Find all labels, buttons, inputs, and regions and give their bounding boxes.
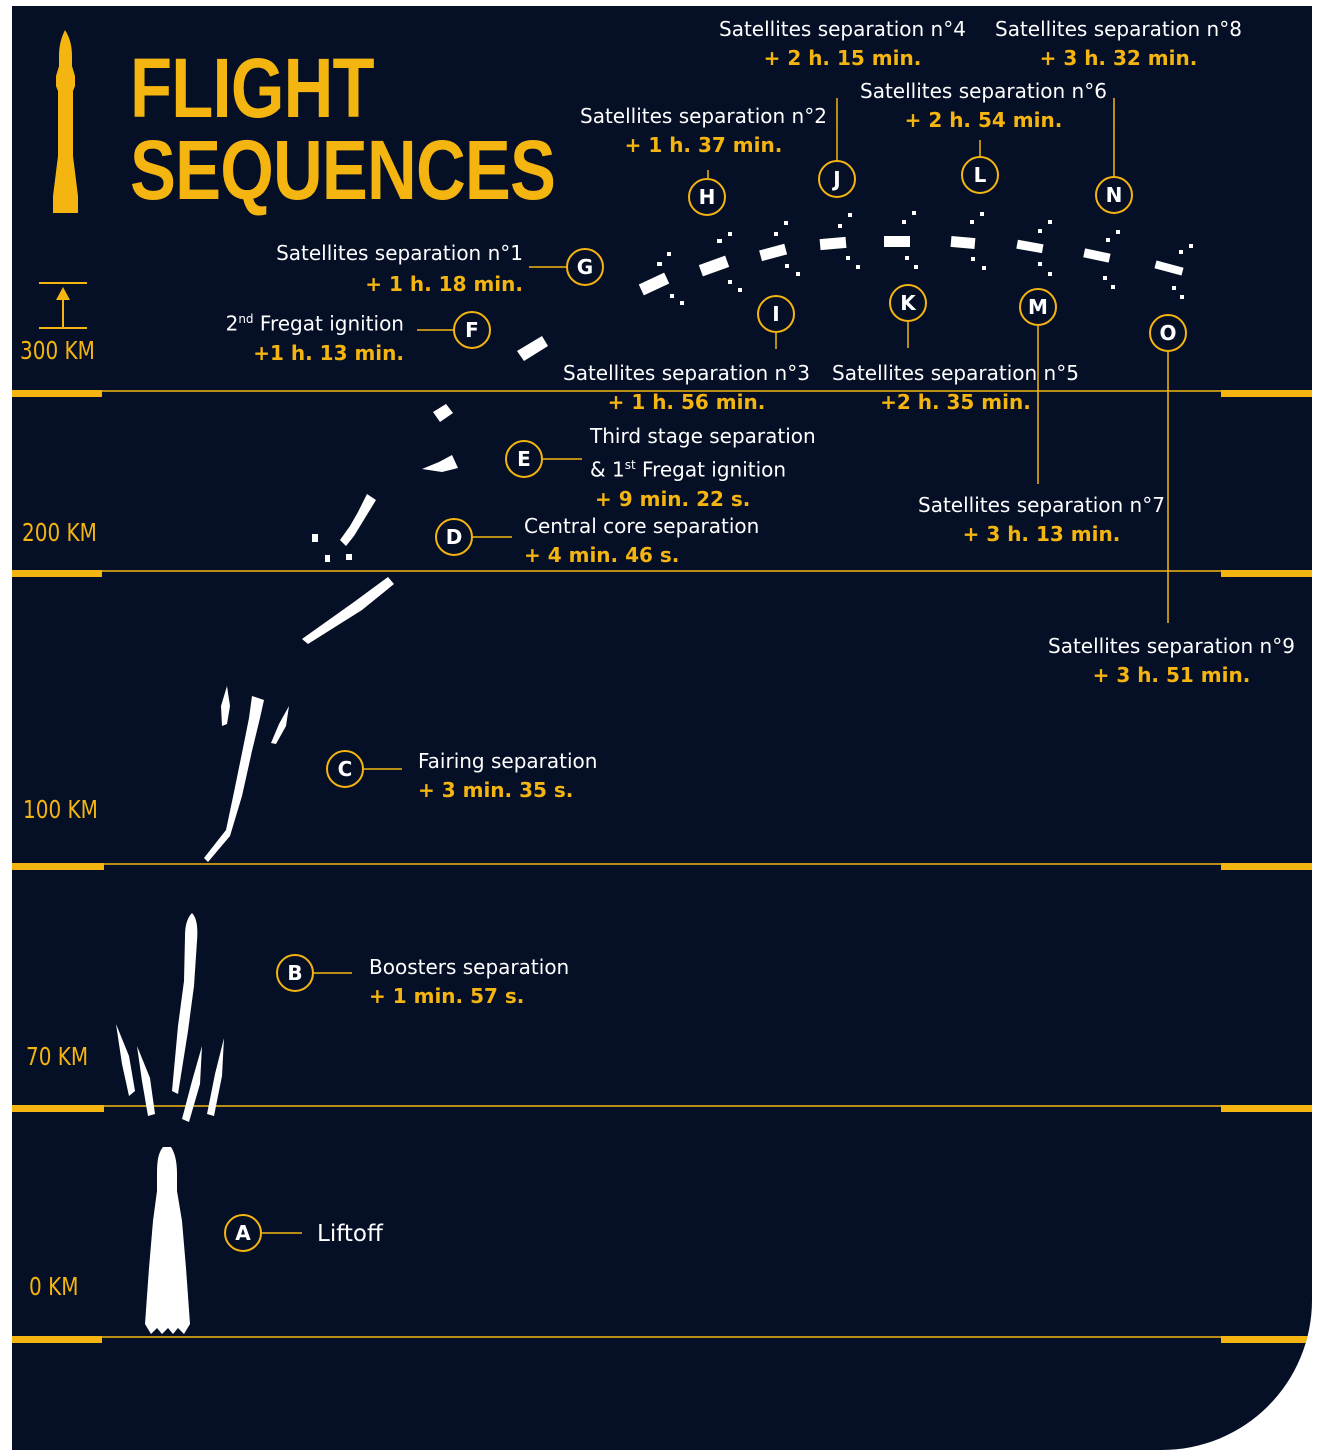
altitude-line-70 (12, 1105, 1312, 1112)
rocket-boosters-icon (116, 913, 224, 1122)
event-o-label: Satellites separation n°9+ 3 h. 51 min. (1048, 634, 1295, 687)
event-e-label: Third stage separation & 1st Fregat igni… (590, 424, 816, 511)
event-m-label: Satellites separation n°7+ 3 h. 13 min. (918, 493, 1165, 546)
event-l-label: Satellites separation n°6+ 2 h. 54 min. (860, 79, 1107, 132)
rocket-liftoff-icon (145, 1147, 190, 1334)
rocket-core-separation-icon (302, 494, 394, 644)
badge-m: M (1019, 288, 1057, 326)
fregat-icon (517, 336, 548, 361)
badge-b: B (276, 954, 314, 992)
event-g-label: Satellites separation n°1+ 1 h. 18 min. (276, 241, 523, 296)
event-a-label: Liftoff (317, 1221, 383, 1247)
badge-c: C (326, 750, 364, 788)
page-title-line1: FLIGHT (130, 41, 375, 135)
event-f-label: 2nd Fregat ignition +1 h. 13 min. (225, 311, 404, 365)
badge-i: I (757, 295, 795, 333)
event-i-label: Satellites separation n°3+ 1 h. 56 min. (563, 361, 810, 414)
badge-a: A (224, 1214, 262, 1252)
event-h-label: Satellites separation n°2+ 1 h. 37 min. (580, 104, 827, 157)
event-n-label: Satellites separation n°8+ 3 h. 32 min. (995, 17, 1242, 70)
event-j-label: Satellites separation n°4+ 2 h. 15 min. (719, 17, 966, 70)
altitude-label-300: 300 KM (20, 336, 95, 365)
third-stage-icon (422, 404, 458, 472)
altitude-label-70: 70 KM (26, 1042, 89, 1071)
event-d-label: Central core separation+ 4 min. 46 s. (524, 514, 760, 567)
event-k-label: Satellites separation n°5+2 h. 35 min. (832, 361, 1079, 414)
infographic-panel: FLIGHT SEQUENCES 300 KM 200 KM 100 KM 70… (12, 6, 1312, 1450)
altitude-label-200: 200 KM (22, 518, 97, 547)
badge-k: K (889, 284, 927, 322)
event-c-label: Fairing separation+ 3 min. 35 s. (418, 749, 598, 802)
connector-lines (262, 98, 1169, 1234)
badge-n: N (1095, 176, 1133, 214)
rocket-logo-icon (53, 30, 78, 213)
rocket-fairing-icon (204, 686, 289, 862)
altitude-line-0 (12, 1336, 1312, 1343)
badge-f: F (453, 311, 491, 349)
badge-o: O (1149, 314, 1187, 352)
altitude-line-300 (12, 390, 1312, 397)
event-b-label: Boosters separation+ 1 min. 57 s. (369, 955, 570, 1008)
altitude-line-200 (12, 570, 1312, 577)
badge-g: G (566, 248, 604, 286)
altitude-arrow-icon (39, 282, 87, 329)
page-title-line2: SEQUENCES (130, 123, 556, 217)
altitude-label-100: 100 KM (23, 795, 98, 824)
badge-e: E (505, 440, 543, 478)
badge-l: L (961, 156, 999, 194)
diagram-artwork (12, 30, 1312, 1343)
badge-j: J (818, 160, 856, 198)
satellites-dispenser-icons (638, 211, 1193, 305)
altitude-line-100 (12, 863, 1312, 870)
badge-d: D (435, 518, 473, 556)
badge-h: H (688, 178, 726, 216)
altitude-label-0: 0 KM (29, 1272, 79, 1301)
